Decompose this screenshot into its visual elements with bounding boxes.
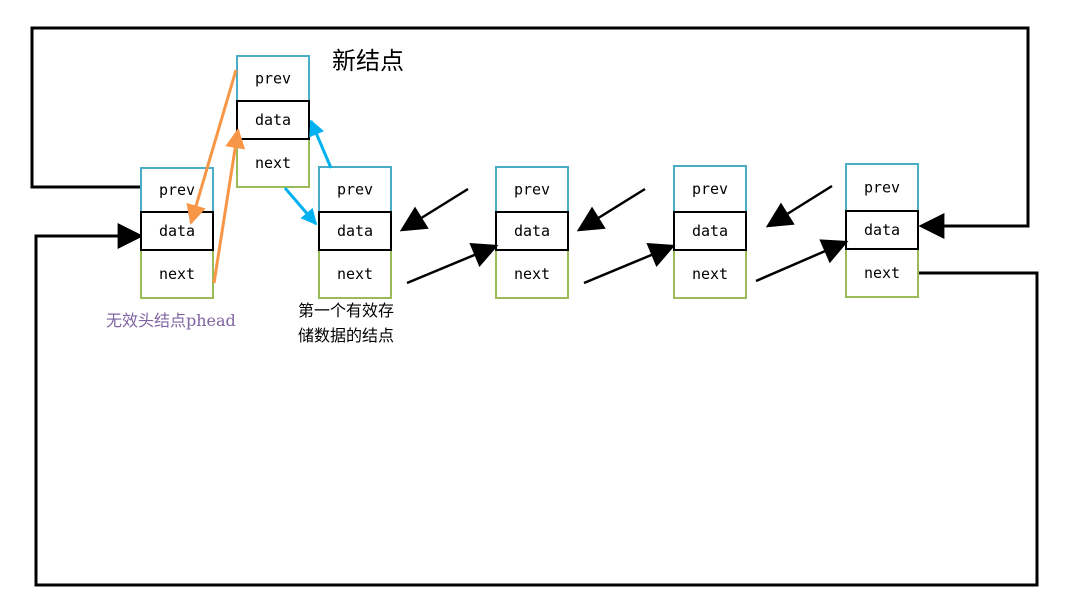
n2-data-label: data <box>514 222 550 240</box>
head-next-label: next <box>159 265 195 283</box>
head-node-caption: 无效头结点phead <box>106 311 236 330</box>
tail-next-to-head-link <box>34 223 1039 587</box>
n3-data-border <box>673 211 747 251</box>
node-n1: prev data next <box>318 166 392 299</box>
head-data-label: data <box>159 222 195 240</box>
n1-prev-cell <box>318 166 392 213</box>
nodes-layer: prevdatanextprevdatanextprevdatanextprev… <box>140 55 919 299</box>
n2-next-label: next <box>514 265 550 283</box>
node-n4: prev data next <box>845 163 919 298</box>
first-node-caption-line2: 储数据的结点 <box>298 326 394 345</box>
new-prev-label: prev <box>255 70 291 88</box>
n4-data-border <box>845 210 919 250</box>
node-new: prev data next <box>236 55 310 188</box>
head-prev-to-tail-link <box>30 26 1030 239</box>
n2-prev-to-n1-link <box>399 187 469 232</box>
n2-next-to-n3-link <box>583 242 676 285</box>
n1-data-border <box>318 211 392 251</box>
n1-data-label: data <box>337 222 373 240</box>
n4-data-label: data <box>864 221 900 239</box>
n3-next-to-n4-link <box>755 239 849 283</box>
head-next-cell <box>140 249 214 299</box>
new-prev-to-head-link <box>186 69 238 225</box>
n1-prev-label: prev <box>337 181 373 199</box>
n2-next-cell <box>495 249 569 299</box>
n4-prev-to-n3-link <box>765 184 833 228</box>
n2-data-border <box>495 211 569 251</box>
new-data-label: data <box>255 111 291 129</box>
head-next-to-new-link <box>212 128 246 284</box>
new-node-title: 新结点 <box>332 47 404 75</box>
new-next-label: next <box>255 154 291 172</box>
n3-prev-cell <box>673 165 747 213</box>
n4-next-cell <box>845 248 919 298</box>
n1-next-label: next <box>337 265 373 283</box>
node-n2: prev data next <box>495 166 569 299</box>
n3-prev-to-n2-link <box>576 187 646 232</box>
n2-prev-label: prev <box>514 181 550 199</box>
first-node-caption-line1: 第一个有效存 <box>298 301 394 320</box>
n3-next-label: next <box>692 265 728 283</box>
new-next-cell <box>236 138 310 188</box>
new-next-to-first-link <box>283 187 318 226</box>
new-data-border <box>236 100 310 140</box>
node-n3: prev data next <box>673 165 747 299</box>
n4-prev-label: prev <box>864 179 900 197</box>
first-prev-to-new-link <box>309 119 333 169</box>
head-prev-label: prev <box>159 181 195 199</box>
n1-next-to-n2-link <box>406 242 499 285</box>
n3-prev-label: prev <box>692 180 728 198</box>
n1-next-cell <box>318 249 392 299</box>
n3-data-label: data <box>692 222 728 240</box>
n4-next-label: next <box>864 264 900 282</box>
head-data-border <box>140 211 214 251</box>
